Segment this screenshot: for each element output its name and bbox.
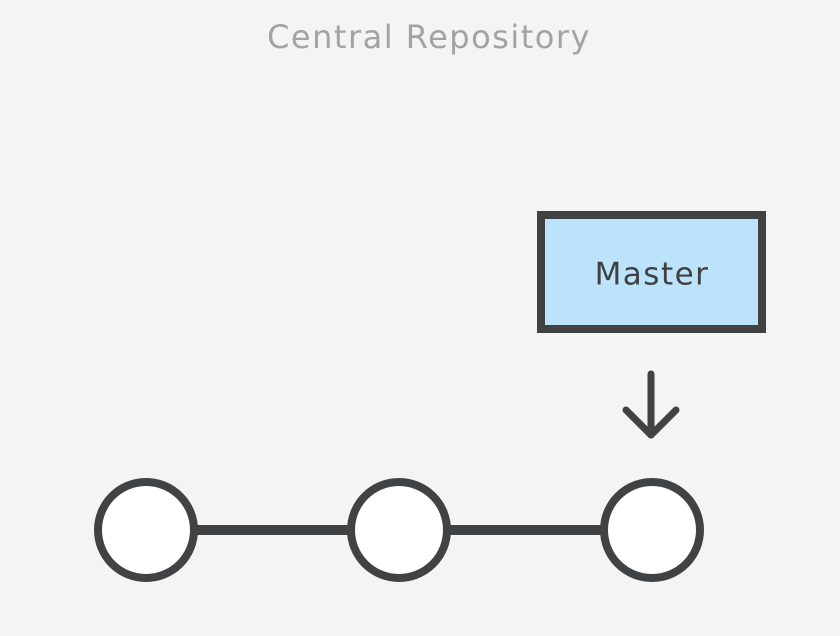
commit-node-2 bbox=[347, 478, 451, 582]
arrow-down-icon bbox=[622, 370, 680, 439]
branch-label: Master bbox=[595, 257, 710, 293]
commit-node-3 bbox=[600, 478, 704, 582]
branch-label-box bbox=[537, 211, 766, 333]
diagram-title: Central Repository bbox=[267, 18, 591, 56]
commit-node-1 bbox=[94, 478, 198, 582]
